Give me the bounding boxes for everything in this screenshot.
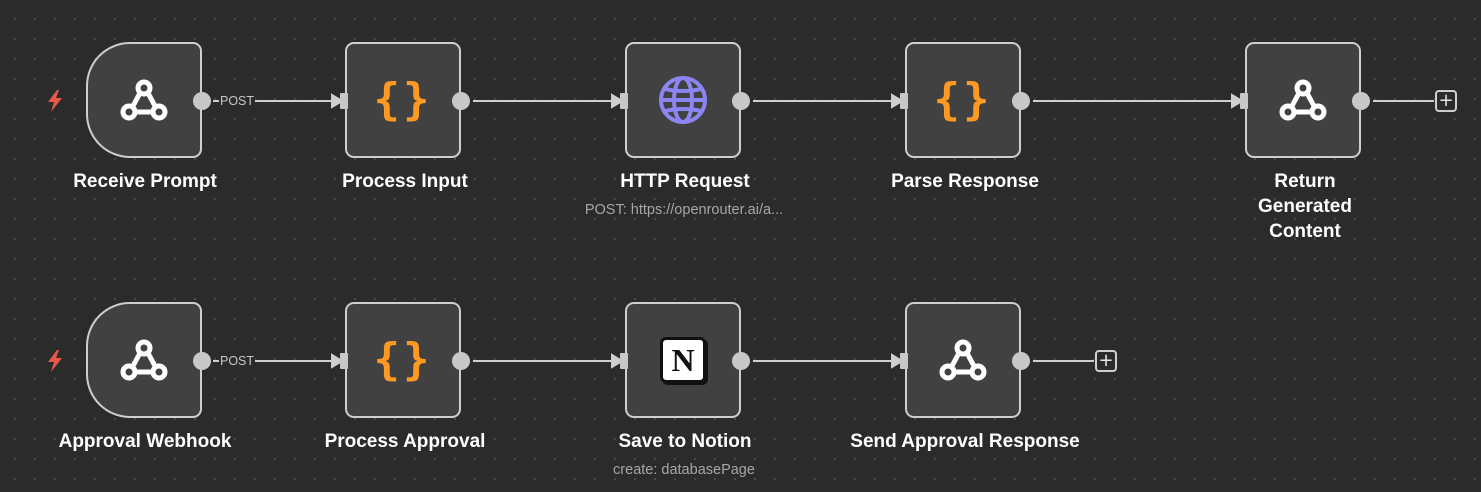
- node-label-approval-webhook: Approval Webhook: [58, 431, 232, 452]
- node-subtitle-save-to-notion: create: databasePage: [613, 462, 755, 478]
- code-braces-icon: {}: [933, 74, 993, 125]
- node-approval-webhook[interactable]: [86, 302, 211, 418]
- trigger-bolt-icon: [48, 350, 62, 372]
- connection-process-approval-to-save-to-notion[interactable]: [473, 353, 624, 369]
- webhook-icon: [938, 338, 988, 382]
- output-handle[interactable]: [1352, 92, 1370, 110]
- webhook-icon: [119, 338, 169, 382]
- input-handle[interactable]: [900, 93, 908, 109]
- trigger-output-label: POST: [219, 94, 256, 108]
- node-label-parse-response: Parse Response: [891, 171, 1039, 192]
- output-handle[interactable]: [732, 92, 750, 110]
- output-handle[interactable]: [452, 92, 470, 110]
- node-parse-response[interactable]: {}: [900, 42, 1030, 158]
- code-braces-icon: {}: [373, 74, 433, 125]
- webhook-icon: [119, 78, 169, 122]
- connection-process-input-to-http-request[interactable]: [473, 93, 624, 109]
- input-handle[interactable]: [620, 93, 628, 109]
- add-node-button[interactable]: +: [1095, 350, 1117, 372]
- node-receive-prompt[interactable]: [86, 42, 211, 158]
- output-handle[interactable]: [1012, 352, 1030, 370]
- output-handle[interactable]: [732, 352, 750, 370]
- node-label-process-approval: Process Approval: [324, 431, 486, 452]
- add-node-button[interactable]: +: [1435, 90, 1457, 112]
- trigger-output-label: POST: [219, 354, 256, 368]
- node-return-generated-content[interactable]: [1240, 42, 1370, 158]
- connection-parse-response-to-return-generated-content[interactable]: [1033, 93, 1244, 109]
- node-send-approval-response[interactable]: [900, 302, 1030, 418]
- trigger-bolt-icon: [48, 90, 62, 112]
- node-label-http-request: HTTP Request: [620, 171, 750, 192]
- node-label-save-to-notion: Save to Notion: [618, 431, 752, 452]
- input-handle[interactable]: [1240, 93, 1248, 109]
- node-label-send-approval-response: Send Approval Response: [850, 431, 1080, 452]
- output-handle[interactable]: [193, 92, 211, 110]
- input-handle[interactable]: [340, 93, 348, 109]
- input-handle[interactable]: [620, 353, 628, 369]
- input-handle[interactable]: [900, 353, 908, 369]
- node-process-approval[interactable]: {}: [340, 302, 470, 418]
- code-braces-icon: {}: [373, 334, 433, 385]
- globe-icon: [657, 74, 709, 126]
- output-handle[interactable]: [452, 352, 470, 370]
- input-handle[interactable]: [340, 353, 348, 369]
- output-handle[interactable]: [193, 352, 211, 370]
- node-process-input[interactable]: {}: [340, 42, 470, 158]
- node-label-process-input: Process Input: [342, 171, 468, 192]
- node-subtitle-http-request: POST: https://openrouter.ai/a...: [584, 202, 784, 218]
- output-handle[interactable]: [1012, 92, 1030, 110]
- node-label-return-generated-content: Return Generated Content: [1258, 171, 1352, 242]
- node-save-to-notion[interactable]: N: [620, 302, 750, 418]
- node-label-receive-prompt: Receive Prompt: [73, 171, 217, 192]
- webhook-icon: [1278, 78, 1328, 122]
- notion-icon: N: [660, 337, 706, 383]
- node-http-request[interactable]: [620, 42, 750, 158]
- connection-save-to-notion-to-send-approval-response[interactable]: [753, 353, 904, 369]
- connection-http-request-to-parse-response[interactable]: [753, 93, 904, 109]
